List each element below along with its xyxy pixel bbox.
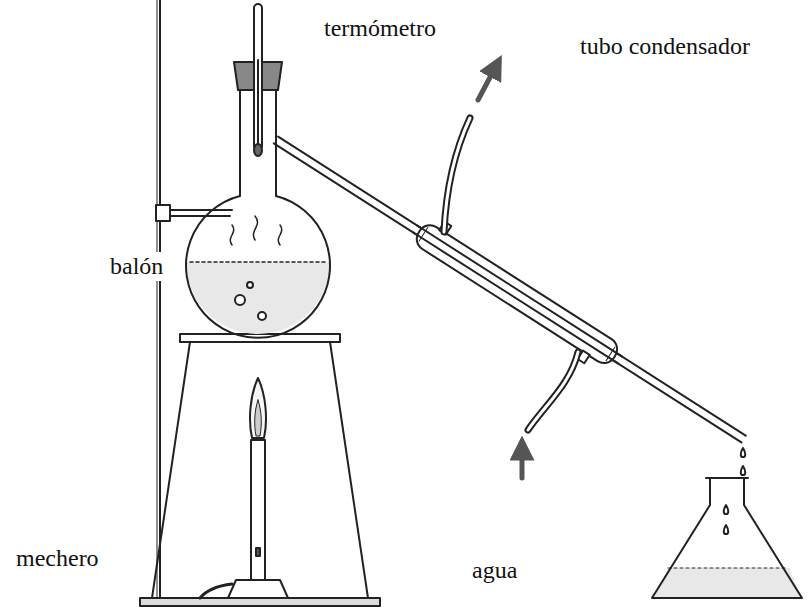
distillate-drops (724, 448, 746, 534)
bunsen-burner (200, 378, 288, 598)
stand-base (140, 598, 380, 606)
thermometer (254, 4, 262, 156)
part-label: agua (470, 556, 519, 585)
tripod (152, 334, 368, 598)
water-out-arrow (478, 66, 496, 100)
stand-rod (159, 0, 161, 600)
part-label: balón (108, 252, 165, 281)
clamp (156, 205, 170, 221)
part-label: termómetro (322, 14, 438, 43)
water-in-arrow (520, 448, 525, 478)
erlenmeyer-flask (652, 478, 802, 598)
part-label: mechero (14, 544, 101, 573)
part-label: tubo condensador (578, 32, 752, 61)
condenser (264, 121, 755, 457)
water-hose (444, 118, 578, 430)
